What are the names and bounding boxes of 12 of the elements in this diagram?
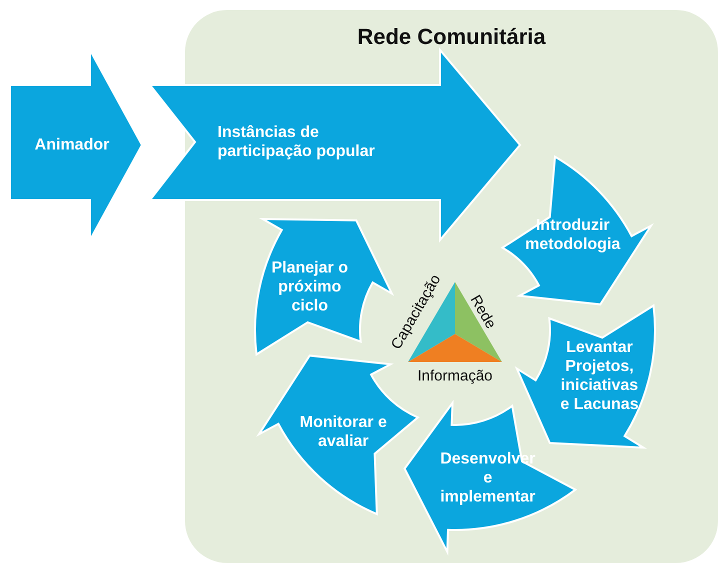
- step-label: Monitorar e avaliar: [298, 413, 388, 452]
- triangle-label: Informação: [417, 366, 493, 386]
- step-label: Planejar o próximo ciclo: [270, 258, 349, 316]
- step-label: Levantar Projetos, iniciativas e Lacunas: [559, 338, 640, 414]
- step-label: Instâncias de participação popular: [218, 123, 376, 161]
- step-label: Animador: [34, 136, 110, 154]
- panel-heading: Rede Comunitária: [356, 24, 547, 50]
- curved-arrow-shape: [502, 156, 652, 305]
- curved-arrow-shape: [258, 355, 418, 515]
- curved-arrow-shape: [255, 218, 393, 355]
- curved-arrow-shape: [516, 305, 656, 449]
- arrow-shape: [150, 50, 521, 241]
